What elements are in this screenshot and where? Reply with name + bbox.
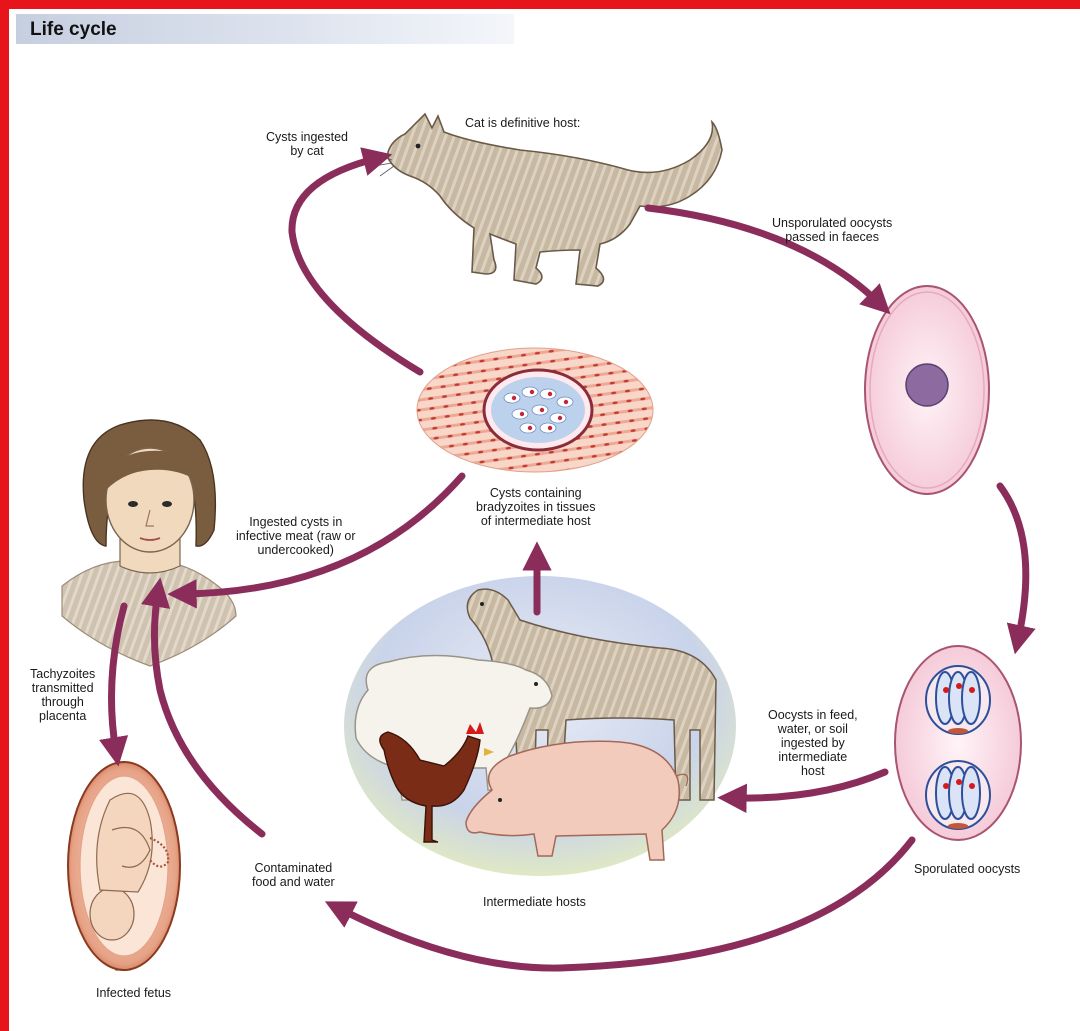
label-line: host — [768, 764, 858, 778]
oocyst-unsporulated-illustration — [865, 286, 989, 494]
label-line: Tachyzoites — [30, 667, 95, 681]
label-line: food and water — [252, 875, 335, 889]
fetus-illustration — [68, 762, 180, 970]
label-line: Oocysts in feed, — [768, 708, 858, 722]
label-cat-definitive-host: Cat is definitive host: — [465, 116, 580, 130]
intermediate-hosts-illustration — [344, 576, 736, 876]
arrow-tissue-to-cat — [292, 158, 420, 372]
label-infected-fetus: Infected fetus — [96, 986, 171, 1000]
human-illustration — [62, 420, 236, 666]
label-line: through — [30, 695, 95, 709]
sporocyst-lower — [926, 761, 990, 829]
label-line: Ingested cysts in — [236, 515, 355, 529]
label-line: Contaminated — [252, 861, 335, 875]
label-cysts-ingested-by-cat: Cysts ingested by cat — [266, 130, 348, 158]
label-line: passed in faeces — [772, 230, 892, 244]
label-line: Unsporulated oocysts — [772, 216, 892, 230]
sporocyst-upper — [926, 666, 990, 734]
label-intermediate-hosts: Intermediate hosts — [483, 895, 586, 909]
label-oocysts-in-feed: Oocysts in feed, water, or soil ingested… — [768, 708, 858, 778]
oocyst-sporulated-illustration — [895, 646, 1021, 840]
label-cysts-bradyzoites: Cysts containing bradyzoites in tissues … — [476, 486, 596, 528]
label-unsporulated-oocysts: Unsporulated oocysts passed in faeces — [772, 216, 892, 244]
label-line: intermediate — [768, 750, 858, 764]
label-line: infective meat (raw or — [236, 529, 355, 543]
label-line: by cat — [266, 144, 348, 158]
cat-illustration — [372, 114, 722, 286]
label-line: of intermediate host — [476, 514, 596, 528]
label-line: placenta — [30, 709, 95, 723]
label-tachyzoites: Tachyzoites transmitted through placenta — [30, 667, 95, 723]
tissue-cyst-illustration — [417, 348, 653, 472]
label-sporulated-oocysts: Sporulated oocysts — [914, 862, 1020, 876]
label-line: bradyzoites in tissues — [476, 500, 596, 514]
label-line: ingested by — [768, 736, 858, 750]
label-line: water, or soil — [768, 722, 858, 736]
label-line: Cysts containing — [476, 486, 596, 500]
label-line: transmitted — [30, 681, 95, 695]
label-line: Cysts ingested — [266, 130, 348, 144]
label-contaminated-food-water: Contaminated food and water — [252, 861, 335, 889]
label-ingested-cysts-meat: Ingested cysts in infective meat (raw or… — [236, 515, 355, 557]
arrow-oocyst-to-sporulated — [1000, 486, 1026, 640]
label-line: undercooked) — [236, 543, 355, 557]
